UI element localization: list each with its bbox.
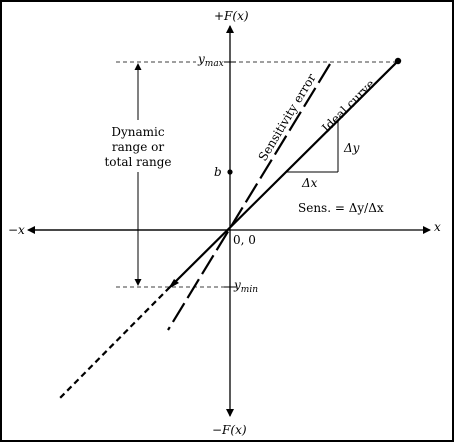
b-point xyxy=(227,169,233,175)
ymin-arrow-head xyxy=(168,279,179,289)
origin-label: 0, 0 xyxy=(233,233,256,247)
pos-x-label: x xyxy=(434,220,441,234)
ideal-curve-label: Ideal curve xyxy=(319,77,377,135)
b-label: b xyxy=(214,165,222,179)
sensitivity-formula: Sens. = Δy/Δx xyxy=(298,201,384,215)
dynamic-range-line2: range or xyxy=(112,140,164,154)
ymin-label: ymin xyxy=(233,278,258,295)
pos-y-label: +F(x) xyxy=(214,9,249,23)
neg-x-label: −x xyxy=(8,223,25,237)
sensitivity-error-line xyxy=(167,63,331,331)
delta-y-label: Δy xyxy=(343,141,360,155)
neg-y-label: −F(x) xyxy=(212,423,247,437)
ideal-curve-end-point xyxy=(394,57,402,65)
ideal-curve-extension xyxy=(59,286,171,399)
ymax-label: ymax xyxy=(197,52,224,69)
dynamic-range-line3: total range xyxy=(104,155,171,169)
ideal-curve-line xyxy=(169,60,399,288)
delta-x-label: Δx xyxy=(301,176,318,190)
dynamic-range-line1: Dynamic xyxy=(111,125,165,139)
